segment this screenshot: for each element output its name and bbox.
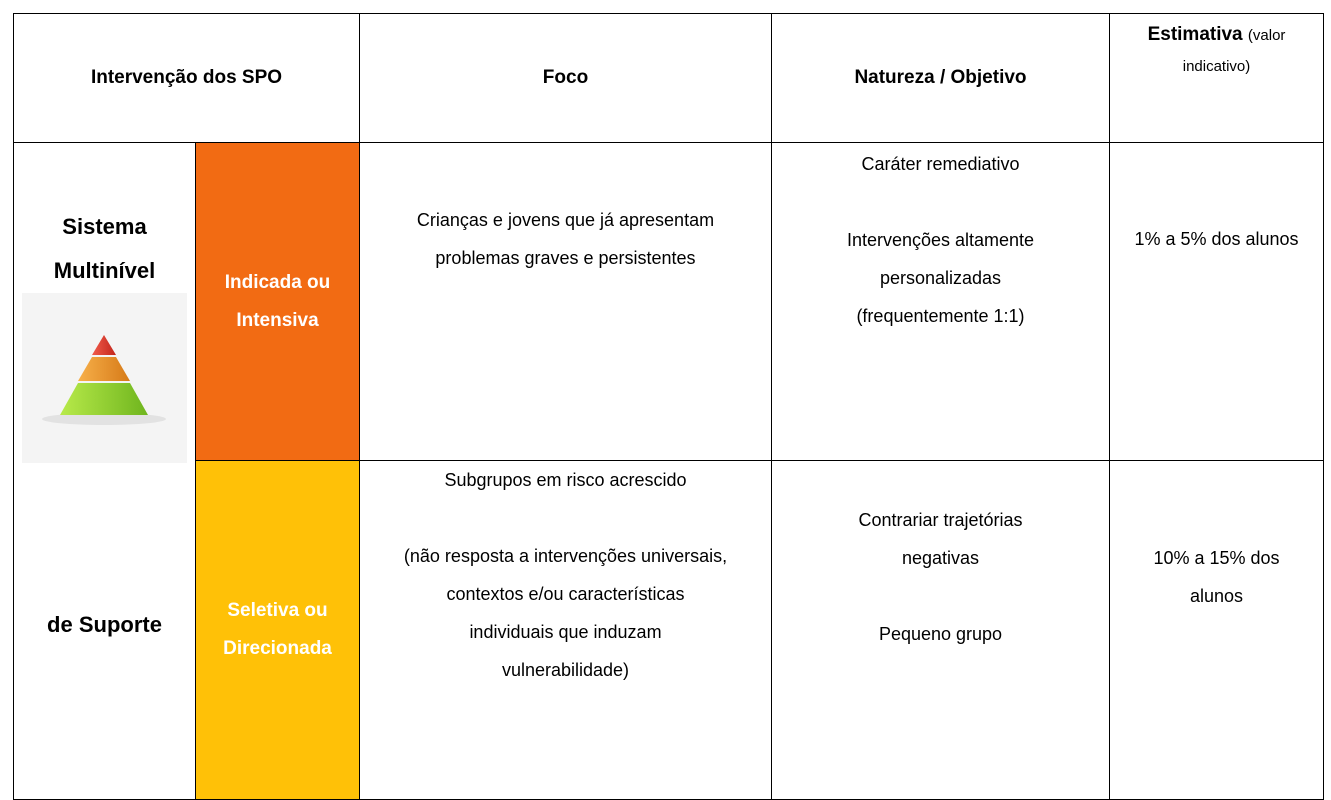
foco-seletiva-line-3: contextos e/ou características	[446, 584, 685, 604]
estimativa-indicada-cell: 1% a 5% dos alunos	[1109, 142, 1324, 461]
sistema-line-2: Multinível	[53, 258, 156, 283]
natureza-indicada-line-3: personalizadas	[879, 268, 1002, 288]
header-estimativa-note-1: (valor	[1247, 27, 1286, 44]
level-indicada-cell: Indicada ou Intensiva	[195, 142, 360, 461]
level-indicada-line-2: Intensiva	[236, 309, 319, 331]
estimativa-seletiva-cell: 10% a 15% dos alunos	[1109, 460, 1324, 800]
natureza-indicada-cell: Caráter remediativo Intervenções altamen…	[771, 142, 1110, 461]
header-estimativa: Estimativa (valor indicativo)	[1109, 13, 1324, 143]
natureza-indicada-line-4: (frequentemente 1:1)	[856, 306, 1025, 326]
header-natureza-label: Natureza / Objetivo	[854, 67, 1027, 88]
header-estimativa-label: Estimativa	[1147, 24, 1243, 45]
header-foco-label: Foco	[542, 67, 589, 88]
sistema-line-1: Sistema	[62, 214, 147, 239]
natureza-indicada-line-1: Caráter remediativo	[861, 154, 1020, 174]
natureza-seletiva-line-2: negativas	[901, 548, 980, 568]
sistema-multinivel-cell: Sistema Multinível	[13, 142, 196, 800]
header-intervencao-label: Intervenção dos SPO	[90, 67, 283, 88]
natureza-indicada-line-2: Intervenções altamente	[846, 230, 1035, 250]
pyramid-icon	[22, 293, 187, 463]
sistema-subtitle: de Suporte	[14, 603, 195, 647]
table-row-seletiva: Seletiva ou Direcionada Subgrupos em ris…	[14, 460, 1324, 800]
header-row: Intervenção dos SPO Foco Natureza / Obje…	[13, 13, 1324, 143]
natureza-seletiva-cell: Contrariar trajetórias negativas Pequeno…	[771, 460, 1110, 800]
level-seletiva-line-2: Direcionada	[223, 638, 332, 659]
foco-seletiva-line-5: vulnerabilidade)	[501, 660, 630, 680]
sistema-line-3: de Suporte	[47, 612, 162, 637]
level-indicada-line-1: Indicada ou	[224, 271, 331, 293]
header-estimativa-note-2: indicativo)	[1182, 58, 1251, 75]
header-foco: Foco	[359, 13, 772, 143]
foco-seletiva-line-1: Subgrupos em risco acrescido	[444, 470, 687, 490]
level-seletiva-line-1: Seletiva ou	[227, 600, 328, 621]
foco-seletiva-line-2: (não resposta a intervenções universais,	[403, 546, 728, 566]
foco-indicada-line-1: Crianças e jovens que já apresentam	[416, 210, 715, 230]
estimativa-seletiva-line-1: 10% a 15% dos	[1153, 548, 1280, 568]
estimativa-seletiva-line-2: alunos	[1189, 586, 1244, 606]
level-seletiva-cell: Seletiva ou Direcionada	[195, 460, 360, 800]
foco-indicada-line-2: problemas graves e persistentes	[435, 248, 696, 268]
header-intervencao: Intervenção dos SPO	[13, 13, 360, 143]
foco-seletiva-line-4: individuais que induzam	[469, 622, 662, 642]
foco-indicada-cell: Crianças e jovens que já apresentam prob…	[359, 142, 772, 461]
foco-seletiva-cell: Subgrupos em risco acrescido (não respos…	[359, 460, 772, 800]
header-natureza: Natureza / Objetivo	[771, 13, 1110, 143]
natureza-seletiva-line-1: Contrariar trajetórias	[858, 510, 1023, 530]
natureza-seletiva-line-3: Pequeno grupo	[878, 624, 1003, 644]
table-row-indicada: Sistema Multinível	[13, 142, 1324, 800]
estimativa-indicada-value: 1% a 5% dos alunos	[1134, 229, 1299, 249]
sistema-title: Sistema Multinível	[14, 205, 195, 293]
spo-intervention-table: Intervenção dos SPO Foco Natureza / Obje…	[13, 13, 1324, 800]
